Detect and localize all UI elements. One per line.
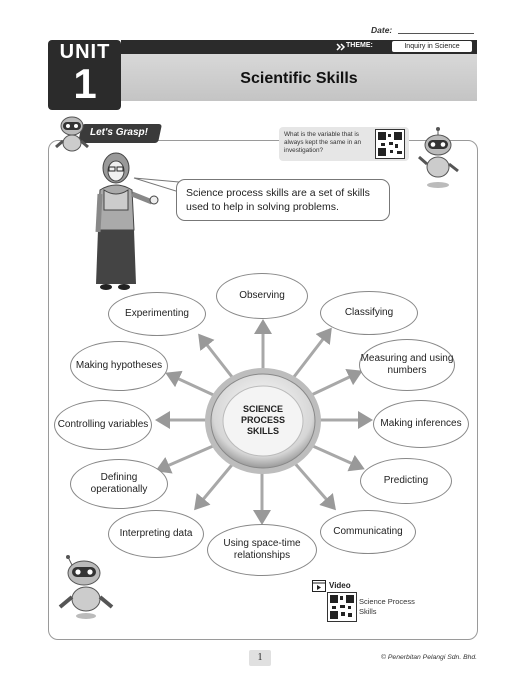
video-icon (312, 580, 326, 592)
unit-word: UNIT (59, 41, 111, 63)
page-number: 1 (257, 652, 263, 663)
skill-space-time: Using space-time relationships (207, 524, 317, 576)
lets-grasp-label: Let's Grasp! (90, 127, 148, 138)
skill-measuring: Measuring and using numbers (359, 339, 455, 391)
unit-badge (48, 40, 121, 110)
robot-icon (55, 116, 89, 152)
copyright-text: © Penerbitan Pelangi Sdn. Bhd. (381, 654, 478, 661)
title-band (121, 54, 477, 101)
page-number-box (249, 650, 271, 666)
skill-inferences: Making inferences (373, 400, 469, 448)
teacher-illustration (95, 152, 159, 290)
speech-bubble (176, 179, 390, 221)
video-caption: Science Process Skills (359, 597, 415, 616)
center-label-line2: PROCESS (240, 414, 285, 425)
double-chevron-icon (336, 43, 346, 51)
robot-icon (58, 555, 114, 619)
center-circle (205, 368, 321, 474)
center-label: SCIENCE PROCESS SKILLS (219, 390, 307, 450)
question-text: What is the variable that is always kept… (284, 131, 362, 154)
skill-observing: Observing (216, 273, 308, 319)
center-label-line3: SKILLS (246, 425, 279, 436)
skill-controlling: Controlling variables (54, 400, 152, 450)
skill-experimenting: Experimenting (108, 292, 206, 336)
skill-hypotheses: Making hypotheses (70, 341, 168, 391)
robot-icon (418, 127, 459, 188)
skill-classifying: Classifying (320, 291, 418, 335)
date-line (398, 33, 474, 34)
video-label: Video (329, 581, 351, 590)
skill-interpreting: Interpreting data (108, 510, 204, 558)
unit-number: 1 (73, 60, 97, 107)
content-frame (48, 140, 478, 640)
page-title: Scientific Skills (240, 70, 358, 87)
skill-predicting: Predicting (360, 458, 452, 504)
video-qr-code-icon[interactable] (327, 592, 357, 622)
theme-value: Inquiry in Science (392, 41, 472, 52)
skill-communicating: Communicating (320, 510, 416, 554)
date-label: Date: (371, 25, 393, 35)
speech-text: Science process skills are a set of skil… (186, 187, 370, 213)
center-label-line1: SCIENCE (242, 403, 283, 414)
skill-defining: Defining operationally (70, 459, 168, 509)
theme-label: THEME: (346, 42, 373, 49)
qr-code-icon[interactable] (375, 129, 405, 159)
theme-bar (121, 40, 477, 54)
